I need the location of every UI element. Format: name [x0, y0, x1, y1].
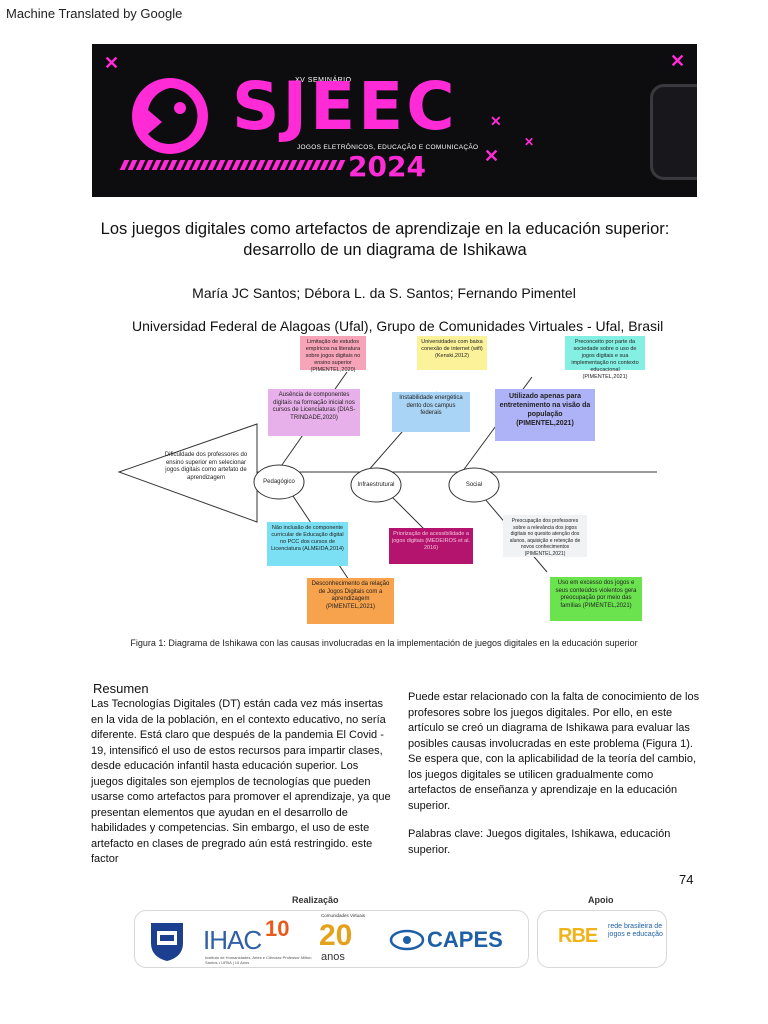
x-mark-icon: ✕: [490, 113, 502, 129]
machine-translated-label: Machine Translated by Google: [6, 6, 183, 21]
note-ausencia-componentes: Ausência de componentes digitais na form…: [268, 389, 360, 436]
sjeec-logo-icon: [132, 78, 208, 154]
comunidades-20-mark: 20: [319, 919, 353, 952]
comunidades-label: Comunidades Virtuais: [321, 913, 365, 918]
abstract-heading: Resumen: [93, 681, 149, 696]
category-infraestrutural: Infraestrutural: [357, 482, 395, 488]
banner-year: 2024: [348, 150, 426, 183]
device-graphic: [650, 84, 697, 180]
apoio-label: Apoio: [588, 895, 614, 905]
ihac-logo: IHAC: [203, 925, 262, 955]
note-desconhecimento: Desconhecimento da relação de Jogos Digi…: [307, 578, 394, 624]
x-mark-icon: ✕: [104, 53, 120, 73]
abstract-right-text: Puede estar relacionado con la falta de …: [408, 691, 700, 812]
rbe-logo: RBE: [558, 925, 598, 947]
page-number: 74: [679, 872, 694, 887]
rbe-text: rede brasileira de jogos e educação: [608, 923, 663, 938]
ishikawa-diagram: Dificuldade dos professores do ensino su…: [117, 332, 657, 628]
apoio-logos: RBE rede brasileira de jogos e educação: [537, 910, 667, 968]
note-preconceito: Preconceito por parte da sociedade sobre…: [565, 336, 645, 380]
paper-title: Los juegos digitales como artefactos de …: [100, 220, 670, 259]
banner-edition: XV SEMINÁRIO: [295, 77, 352, 84]
diagram-effect: Dificuldade dos professores do ensino su…: [164, 452, 248, 481]
banner-subtitle: JOGOS ELETRÔNICOS, EDUCAÇÃO E COMUNICAÇÃ…: [297, 144, 479, 151]
ihac-subtitle: Instituto de Humanidades, Artes e Ciênci…: [205, 955, 312, 965]
abstract-right-column: Puede estar relacionado con la falta de …: [408, 690, 700, 858]
figure-caption: Figura 1: Diagrama de Ishikawa con las c…: [130, 638, 638, 648]
note-entretenimento: Utilizado apenas para entretenimento na …: [495, 389, 595, 441]
category-social: Social: [465, 482, 483, 488]
note-limitacao-estudos: Limitação de estudos empíricos na litera…: [300, 336, 366, 373]
note-nao-inclusao: Não inclusão de componente curricular de…: [267, 522, 348, 566]
note-instabilidade: Instabilidade energética dento dos campu…: [392, 392, 470, 432]
paper-affiliation: Universidad Federal de Alagoas (Ufal), G…: [132, 318, 664, 334]
conference-banner: ✕ ✕ ✕ ✕ ✕ XV SEMINÁRIO SJEEC JOGOS ELETR…: [92, 44, 697, 197]
x-mark-icon: ✕: [670, 51, 686, 71]
realizacao-label: Realização: [292, 895, 339, 905]
x-mark-icon: ✕: [524, 135, 535, 149]
category-pedagogico: Pedagógico: [263, 479, 295, 485]
banner-stripes: [119, 160, 352, 170]
note-acessibilidade: Priorização de acessibilidade a jogos di…: [389, 528, 473, 564]
capes-logo: CAPES: [427, 927, 503, 952]
ihac-10-mark: 10: [265, 916, 290, 941]
note-uso-excesso: Uso em excesso dos jogos e seus conteúdo…: [550, 577, 642, 621]
capes-eye-icon: [389, 929, 425, 951]
x-mark-icon: ✕: [484, 146, 500, 166]
note-baixa-conexao: Universidades com baixa conexão de inter…: [417, 336, 487, 370]
realizacao-logos: IHAC Instituto de Humanidades, Artes e C…: [134, 910, 529, 968]
keywords: Palabras clave: Juegos digitales, Ishika…: [408, 828, 671, 856]
paper-authors: María JC Santos; Débora L. da S. Santos;…: [192, 285, 576, 301]
banner-acronym: SJEEC: [232, 68, 458, 145]
ufba-logo-icon: [151, 923, 183, 961]
abstract-left-column: Las Tecnologías Digitales (DT) están cad…: [91, 698, 391, 865]
comunidades-anos: anos: [321, 951, 345, 963]
note-preocupacao-professores: Preocupação dos professores sobre a rele…: [503, 515, 587, 557]
